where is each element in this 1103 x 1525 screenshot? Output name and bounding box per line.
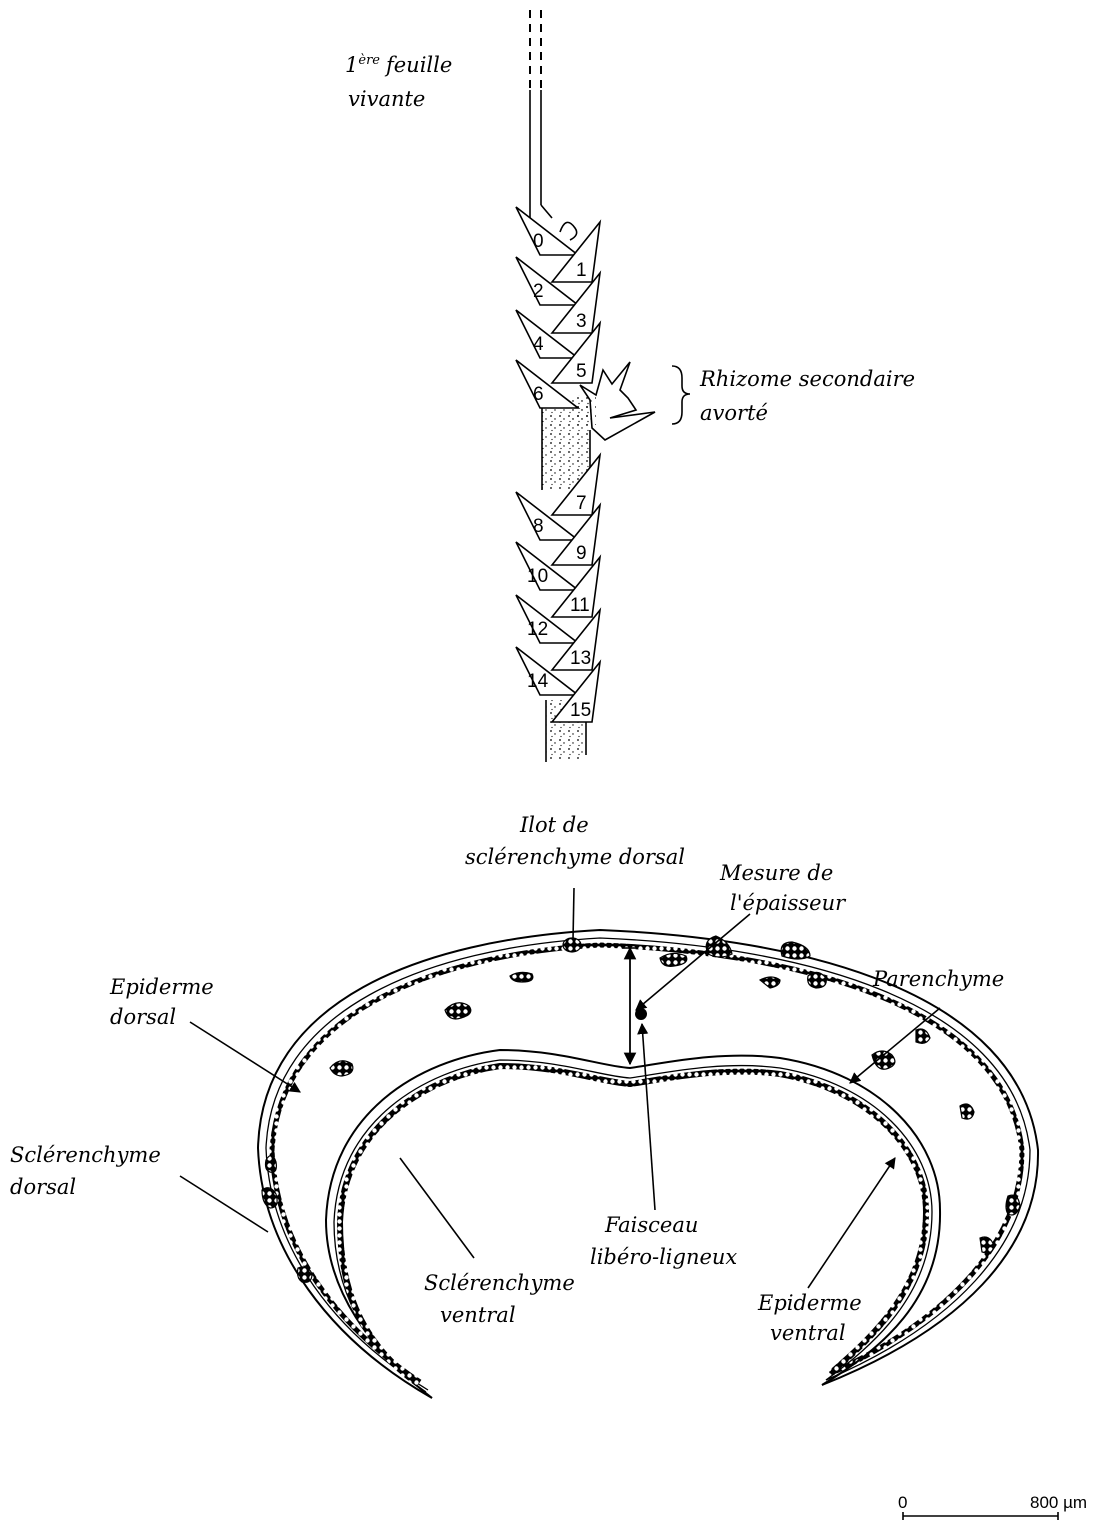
leader-epid-ventral [808,1158,895,1288]
scale-start: 0 [898,1493,907,1512]
node-number: 8 [533,516,544,537]
rhizome-label-line2: avorté [700,401,768,425]
leader-mesure [636,914,750,1010]
node-number: 3 [576,311,587,332]
rhizome-label: Rhizome secondaire [699,367,915,391]
node-number: 9 [576,543,587,564]
leader-faisceau [642,1024,655,1210]
epid-ventral-label-line2: ventral [770,1321,846,1345]
epid-dorsal-label: Epiderme [109,975,214,999]
node-number: 12 [527,619,548,640]
ilot-label-line2: sclérenchyme dorsal [465,845,685,869]
leader-parenchyme [850,1008,940,1083]
leaf-scale [516,207,578,255]
node-number: 10 [527,566,548,587]
node-number: 7 [576,493,587,514]
scler-dorsal-label-line2: dorsal [10,1175,76,1199]
node-number: 2 [533,281,544,302]
scale-end: 800 µm [1030,1493,1087,1512]
leaf-cross-section: Ilot de sclérenchyme dorsal Mesure de l'… [10,813,1038,1398]
mesure-label-line2: l'épaisseur [730,891,847,915]
scler-ventral-label-line2: ventral [440,1303,516,1327]
epid-dorsal-label-line2: dorsal [110,1005,176,1029]
parenchyme-label: Parenchyme [872,967,1004,991]
node-number: 11 [570,595,590,616]
leader-epid-dorsal [190,1022,300,1092]
node-number: 15 [570,700,591,721]
scale-bar: 0 800 µm [898,1493,1087,1520]
leader-ilot [573,888,574,940]
scler-dorsal-label: Sclérenchyme [10,1143,161,1167]
rhizome-brace [672,366,690,424]
dorsal-sclerenchyme-band [272,945,1022,1382]
epid-ventral-label: Epiderme [757,1291,862,1315]
leader-scler-ventral [400,1158,474,1258]
leader-scler-dorsal [180,1176,268,1232]
node-number: 6 [533,384,544,405]
node-number: 13 [570,648,591,669]
node-number: 4 [533,334,544,355]
scler-ventral-label: Sclérenchyme [424,1271,575,1295]
mesure-label: Mesure de [719,861,833,885]
node-number: 1 [576,260,587,281]
node-number: 14 [527,671,549,692]
node-number: 5 [576,361,587,382]
ilot-label: Ilot de [519,813,589,837]
node-number: 0 [533,231,544,252]
aborted-rhizome-stipple [572,395,596,425]
faisceau-label-line2: libéro-ligneux [590,1245,737,1269]
first-leaf-label-line2: vivante [348,87,425,111]
faisceau-label: Faisceau [604,1213,698,1237]
